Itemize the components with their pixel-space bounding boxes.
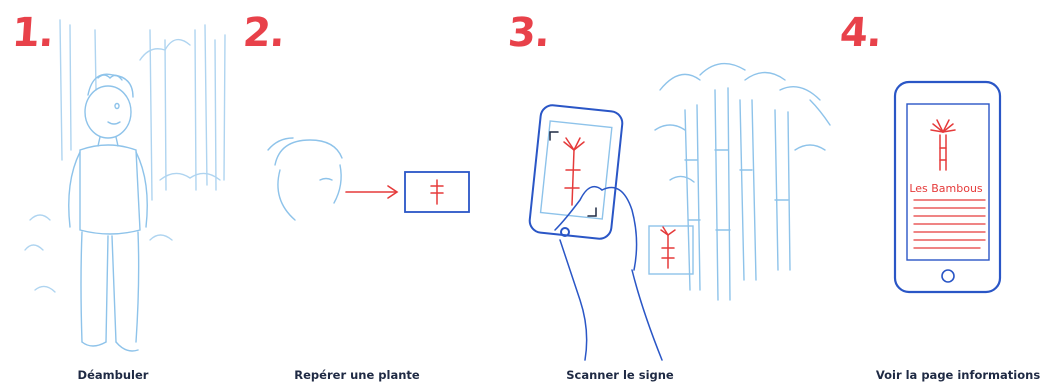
- step-1-caption: Déambuler: [78, 368, 149, 382]
- bamboo-illustration: [931, 120, 955, 170]
- info-text-lines: [914, 200, 985, 248]
- step-2-caption: Repérer une plante: [294, 368, 419, 382]
- step-3-caption: Scanner le signe: [566, 368, 673, 382]
- info-page-title: Les Bambous: [909, 182, 983, 195]
- step-3-scan-sign: [529, 64, 830, 360]
- step-4-caption: Voir la page informations: [876, 368, 1040, 382]
- step-2-spot-plant: [268, 138, 469, 220]
- phone-scanning: [529, 104, 624, 240]
- forest-background: [25, 20, 225, 292]
- home-button: [942, 270, 954, 282]
- hand: [555, 187, 662, 360]
- step-1-walking-person: [25, 20, 225, 351]
- arrow-icon: [346, 186, 397, 198]
- bamboo-background: [655, 64, 830, 300]
- step-4-info-page: Les Bambous: [895, 82, 1000, 292]
